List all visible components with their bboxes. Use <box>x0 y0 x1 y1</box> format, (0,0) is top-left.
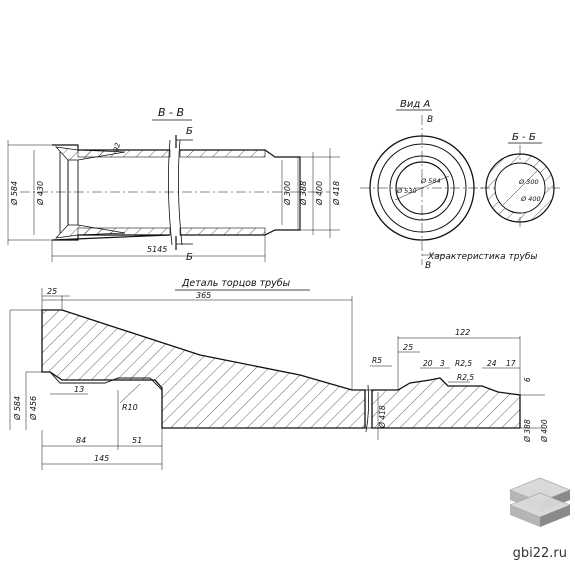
detail-r-w122: 122 <box>455 328 470 337</box>
detail-r-w24: 24 <box>487 359 497 368</box>
detail-d584: Ø 584 <box>12 396 22 421</box>
view-a-d584: Ø 584 <box>420 177 441 185</box>
section-bb-d300: Ø 300 <box>518 178 539 186</box>
detail-r-w17: 17 <box>506 359 516 368</box>
pipe-side-view: В - В Б Б Ø 300 Ø 388 <box>7 106 341 263</box>
detail-d456: Ø 456 <box>28 396 38 421</box>
top-d584: Ø 584 <box>9 181 19 206</box>
top-d300: Ø 300 <box>282 181 292 206</box>
detail-r-w6: 6 <box>523 377 532 382</box>
detail-r-w20: 20 <box>423 359 433 368</box>
view-a-d530: Ø 530 <box>396 187 417 195</box>
top-d400: Ø 400 <box>314 181 324 206</box>
top-length: 5145 <box>147 245 167 254</box>
section-bb-d400: Ø 400 <box>520 195 541 203</box>
detail-r-w3: 3 <box>440 359 445 368</box>
view-a-title: Вид А <box>400 99 430 110</box>
detail-title: Деталь торцов трубы <box>181 278 291 289</box>
detail-left: Деталь торцов трубы 25 365 Ø 584 Ø 456 1… <box>9 278 366 470</box>
section-vv-title: В - В <box>158 106 184 119</box>
detail-r-r5: R5 <box>372 356 382 365</box>
site-logo-icon <box>509 477 571 527</box>
detail-r-w25: 25 <box>403 343 413 352</box>
cut-v-bottom-label: В <box>425 261 431 271</box>
detail-w365: 365 <box>196 291 211 300</box>
detail-w13: 13 <box>74 385 84 394</box>
section-bb: Б - Б Ø 300 Ø 400 <box>480 132 560 230</box>
detail-w84: 84 <box>76 436 86 445</box>
detail-w25: 25 <box>47 287 57 296</box>
detail-r-d400: Ø 400 <box>540 419 549 443</box>
detail-w145: 145 <box>94 454 109 463</box>
cut-b-top-label: Б <box>186 126 193 137</box>
detail-r10: R10 <box>122 403 138 412</box>
detail-r-d388: Ø 388 <box>523 419 532 443</box>
view-a: Вид А В Ø 530 Ø 584 В Характеристика тру… <box>360 99 537 271</box>
detail-r-d418: Ø 418 <box>378 405 387 429</box>
top-d418: Ø 418 <box>331 181 341 206</box>
cut-v-top-label: В <box>427 115 433 125</box>
detail-right: 122 25 R5 20 3 R2,5 R2,5 24 17 6 Ø 418 Ø… <box>365 328 549 443</box>
detail-w51: 51 <box>132 436 142 445</box>
top-t92: 92 <box>112 141 122 152</box>
website-label: gbi22.ru <box>512 546 567 561</box>
cut-b-bottom-label: Б <box>186 252 193 263</box>
section-bb-title: Б - Б <box>512 132 536 143</box>
detail-r-r25a: R2,5 <box>455 359 472 368</box>
detail-r-r25b: R2,5 <box>457 373 474 382</box>
characteristic-label: Характеристика трубы <box>427 252 537 262</box>
top-d388: Ø 388 <box>298 181 308 206</box>
top-d430: Ø 430 <box>35 181 45 206</box>
